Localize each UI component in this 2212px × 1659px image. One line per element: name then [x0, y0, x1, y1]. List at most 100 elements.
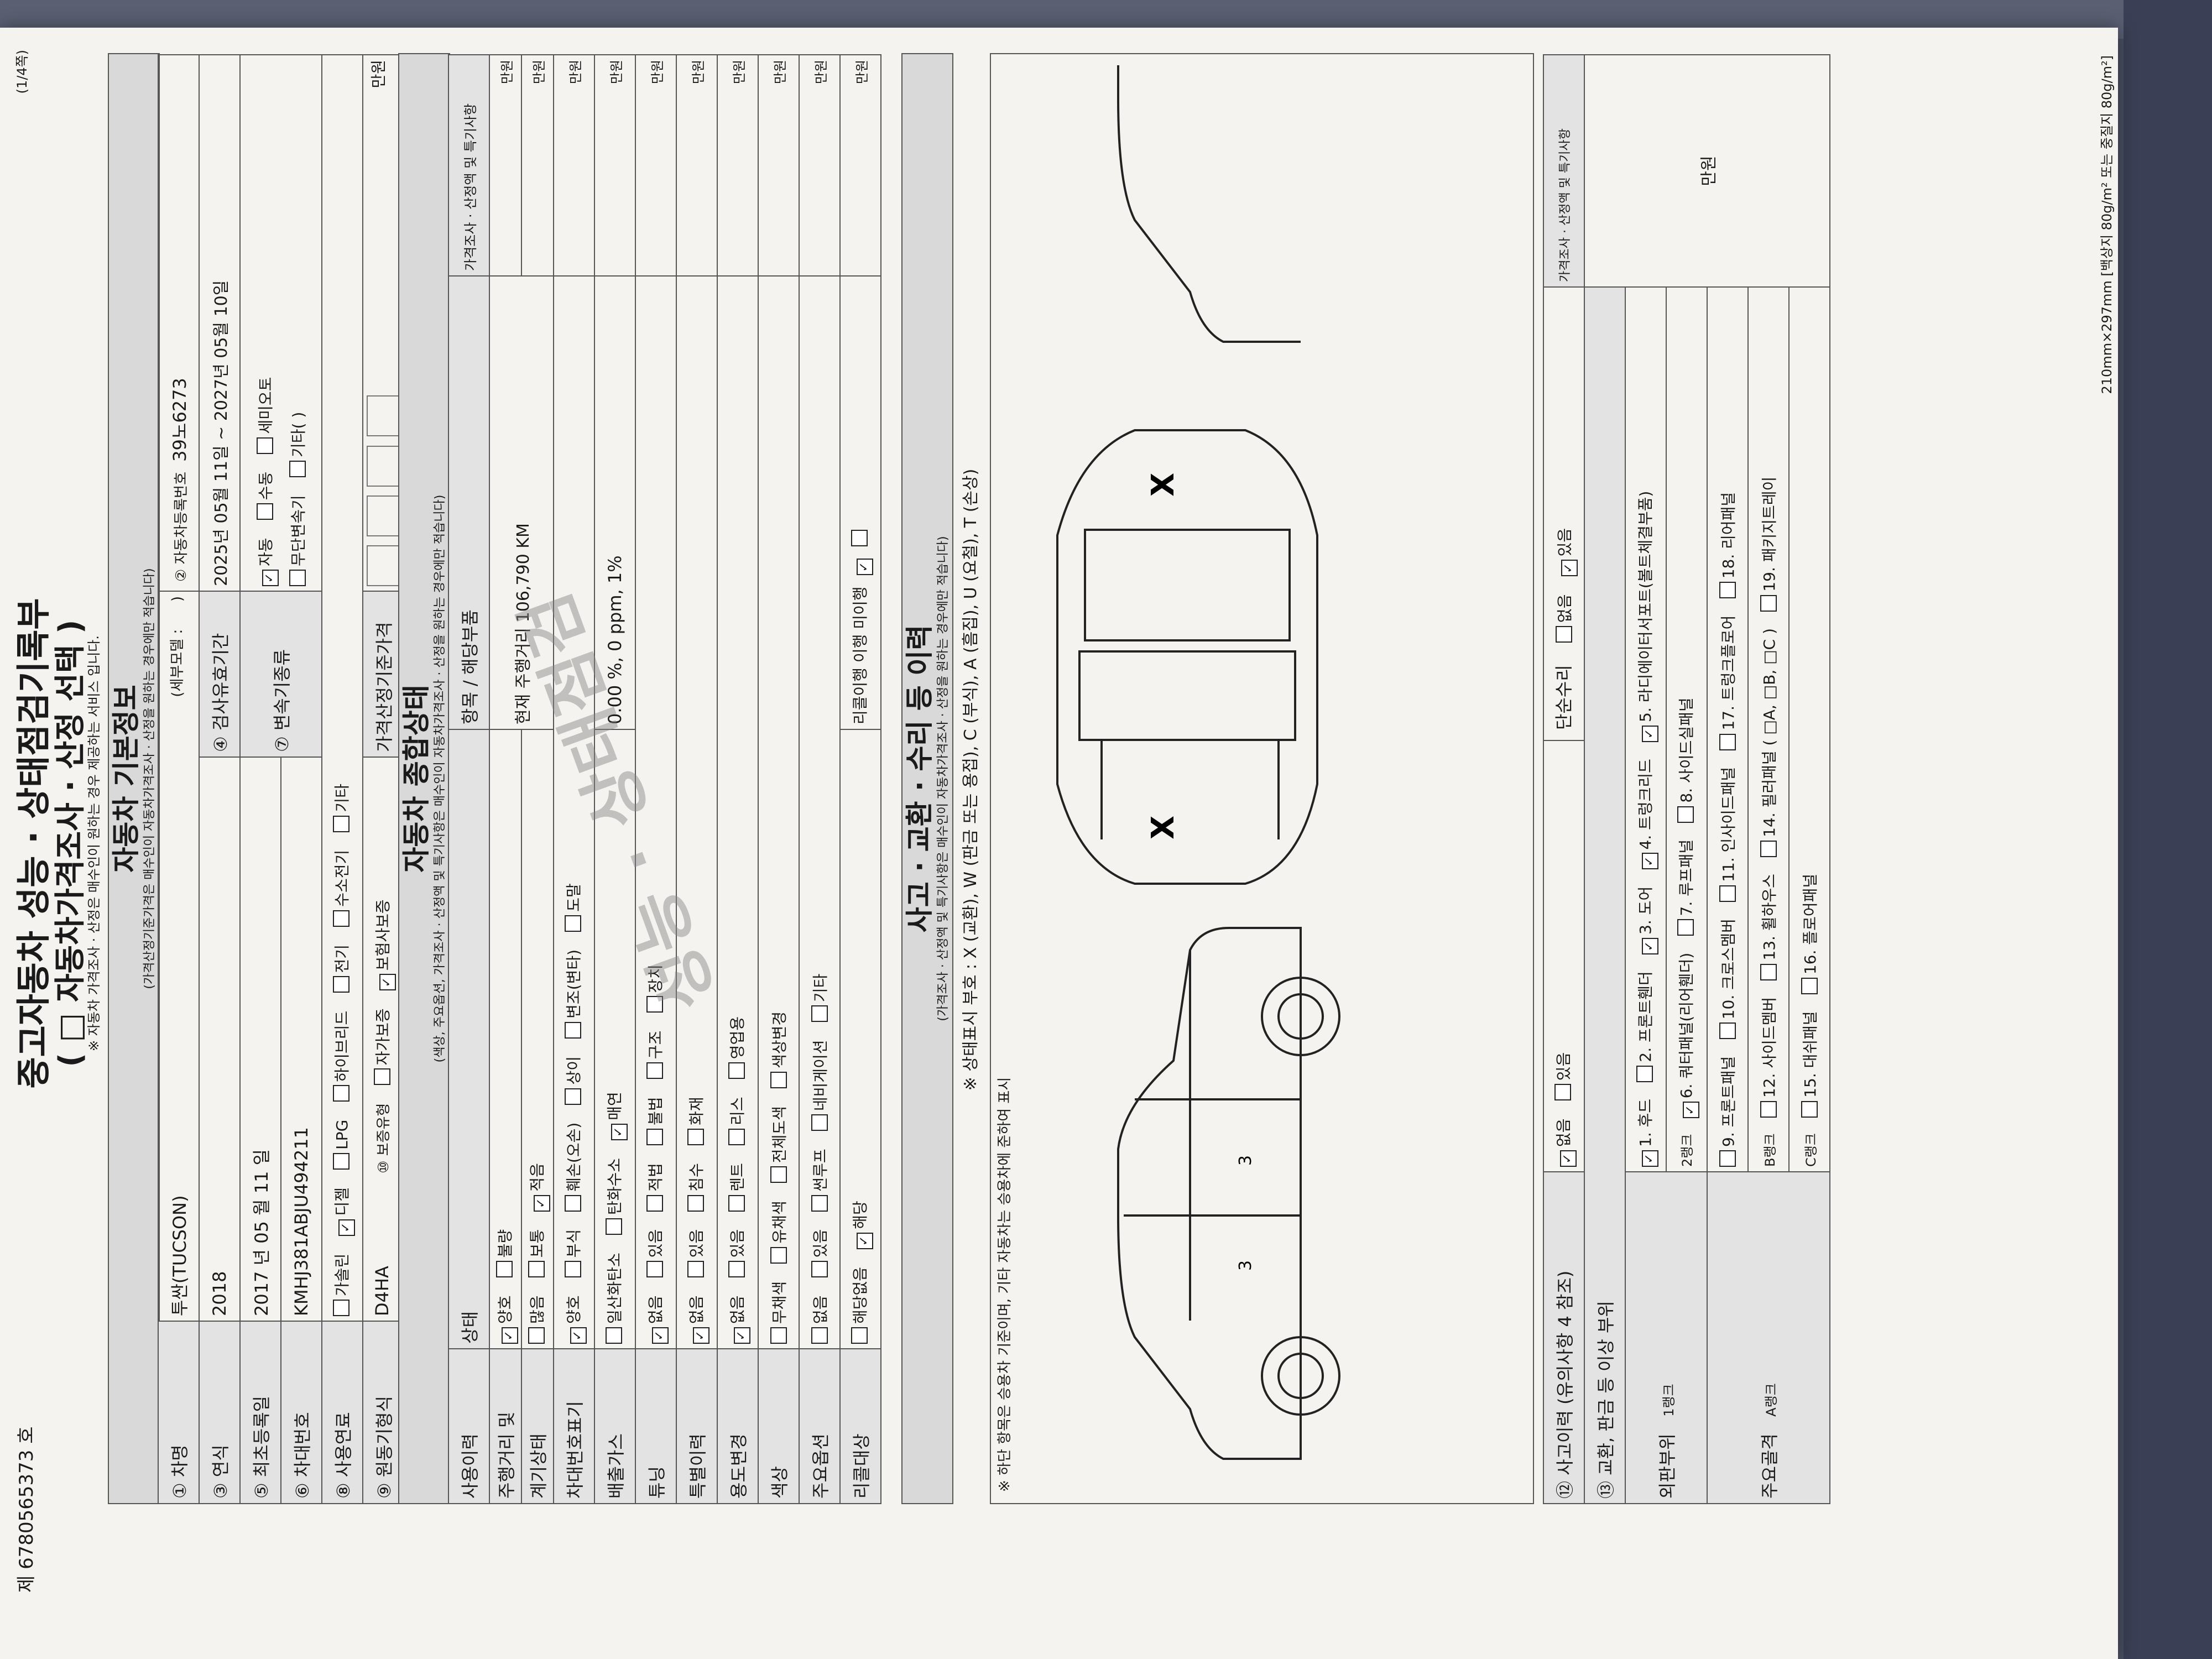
tuning-none-checkbox[interactable] [651, 1327, 669, 1344]
special-none-checkbox[interactable] [692, 1327, 709, 1344]
part-wheel-house-checkbox[interactable] [1760, 963, 1777, 980]
usage-yes-checkbox[interactable] [728, 1261, 745, 1278]
gauge-normal-checkbox[interactable] [528, 1261, 545, 1278]
warranty-self-checkbox[interactable] [373, 1068, 390, 1086]
fuel-hybrid-checkbox[interactable] [332, 1085, 349, 1102]
tuning-legal-checkbox[interactable] [646, 1194, 663, 1212]
recall-none-checkbox[interactable] [851, 1327, 868, 1344]
part-radiator-support-checkbox[interactable] [1641, 725, 1658, 742]
part-door-checkbox[interactable] [1641, 937, 1658, 954]
col-item: 항목 / 해당부품 [448, 276, 489, 729]
recall-notdone-checkbox[interactable] [851, 530, 868, 546]
transmission-label: ⑦ 변속기종류 [240, 591, 322, 757]
part-front-panel-checkbox[interactable] [1719, 1150, 1736, 1167]
fuel-diesel-checkbox[interactable] [338, 1219, 355, 1236]
part-floor-panel-checkbox[interactable] [1801, 978, 1818, 995]
fuel-electric-checkbox[interactable] [332, 976, 349, 993]
mileage-good-checkbox[interactable] [501, 1327, 518, 1344]
part-inside-panel-checkbox[interactable] [1719, 885, 1736, 902]
part-cross-member-checkbox[interactable] [1719, 1022, 1736, 1040]
car-name-label: ① 차명 [158, 1321, 199, 1504]
emission-co-checkbox[interactable] [605, 1327, 622, 1344]
accident-none-checkbox[interactable] [1559, 1150, 1577, 1167]
special-yes-checkbox[interactable] [687, 1261, 704, 1278]
vin-altered-checkbox[interactable] [564, 1021, 581, 1039]
part-quarter-panel-checkbox[interactable] [1682, 1102, 1699, 1119]
row-color-options: 무채색 유채색 전체도색 색상변경 [758, 276, 799, 1349]
transmission-semiauto-checkbox[interactable] [256, 437, 273, 454]
tuning-illegal-checkbox[interactable] [646, 1128, 663, 1145]
options-sunroof-checkbox[interactable] [811, 1194, 828, 1212]
part-pillar-panel-checkbox[interactable] [1760, 840, 1777, 857]
part-rear-panel-checkbox[interactable] [1719, 582, 1736, 599]
color-price-unit: 만원 [758, 55, 799, 276]
fuel-other-checkbox[interactable] [332, 815, 349, 832]
gauge-little-checkbox[interactable] [533, 1194, 550, 1212]
warranty-insurance-checkbox[interactable] [379, 974, 396, 991]
usage-none-checkbox[interactable] [733, 1327, 750, 1344]
special-flood-checkbox[interactable] [687, 1194, 704, 1212]
transmission-other-checkbox[interactable] [289, 461, 306, 478]
vin-label: ⑥ 차대번호 [281, 1321, 322, 1504]
special-price-unit: 만원 [676, 55, 717, 276]
plate-number: 39노6273 [169, 378, 190, 462]
gauge-much-checkbox[interactable] [528, 1327, 545, 1344]
fuel-lpg-checkbox[interactable] [332, 1152, 349, 1170]
emission-hc-checkbox[interactable] [605, 1218, 622, 1235]
part-dash-panel-checkbox[interactable] [1801, 1100, 1818, 1118]
vin-smear-checkbox[interactable] [564, 915, 581, 932]
accident-history-label: ⑫ 사고이력 (유의사항 4 참조) [1543, 1172, 1584, 1504]
mileage-bad-checkbox[interactable] [495, 1261, 513, 1278]
part-hood-checkbox[interactable] [1641, 1150, 1658, 1167]
accident-history-options: 없음 있음 [1543, 740, 1584, 1172]
color-fullpaint-checkbox[interactable] [770, 1166, 787, 1183]
usage-lease-checkbox[interactable] [728, 1128, 745, 1145]
part-roof-panel-checkbox[interactable] [1677, 919, 1694, 936]
part-trunk-floor-checkbox[interactable] [1719, 733, 1736, 750]
tuning-structure-checkbox[interactable] [646, 1062, 663, 1079]
row-emission-label: 배출가스 [594, 1349, 635, 1504]
options-yes-checkbox[interactable] [811, 1261, 828, 1278]
options-price-unit: 만원 [799, 55, 840, 276]
fuel-hydrogen-checkbox[interactable] [332, 910, 349, 927]
vin-corrosion-checkbox[interactable] [564, 1261, 581, 1278]
background-right [2124, 0, 2212, 1659]
accident-price-label: 가격조사 · 산정액 및 특기사항 [1543, 55, 1584, 287]
part-side-sill-checkbox[interactable] [1677, 806, 1694, 823]
usage-business-checkbox[interactable] [728, 1062, 745, 1079]
vin-good-checkbox[interactable] [570, 1327, 587, 1344]
emission-smoke-checkbox[interactable] [611, 1123, 628, 1140]
accident-yes-checkbox[interactable] [1554, 1084, 1571, 1101]
simple-repair-yes-checkbox[interactable] [1561, 560, 1578, 577]
recall-applicable-checkbox[interactable] [856, 1232, 873, 1249]
simple-repair-none-checkbox[interactable] [1556, 626, 1572, 643]
vin-damage-checkbox[interactable] [564, 1194, 581, 1212]
tuning-yes-checkbox[interactable] [646, 1261, 663, 1278]
part-side-member-checkbox[interactable] [1760, 1101, 1777, 1118]
recall-done-checkbox[interactable] [856, 559, 873, 576]
status-legend: ※ 상태표시 부호 : X (교환), W (판금 또는 용접), C (부식)… [961, 468, 980, 1091]
usage-rent-checkbox[interactable] [728, 1194, 745, 1212]
transmission-cvt-checkbox[interactable] [289, 570, 306, 586]
options-navigation-checkbox[interactable] [811, 1114, 828, 1131]
transmission-options: 자동 수동 세미오토 무단변속기 기타( ) [240, 55, 322, 591]
recall-price-unit: 만원 [840, 55, 881, 276]
special-fire-checkbox[interactable] [687, 1128, 704, 1145]
color-chromatic-checkbox[interactable] [770, 1246, 787, 1264]
options-none-checkbox[interactable] [811, 1327, 828, 1344]
car-top-view [1056, 429, 1318, 885]
base-price-cell: 만원 [363, 55, 404, 591]
color-achromatic-checkbox[interactable] [770, 1327, 787, 1344]
emission-price-unit: 만원 [594, 55, 635, 276]
vin-different-checkbox[interactable] [564, 1088, 581, 1105]
transmission-auto-checkbox[interactable] [262, 570, 279, 586]
part-package-tray-checkbox[interactable] [1760, 594, 1777, 612]
transmission-manual-checkbox[interactable] [256, 503, 273, 520]
accident-title: 사고 · 교환 · 수리 등 이력 [904, 624, 936, 933]
part-front-fender-checkbox[interactable] [1636, 1065, 1653, 1082]
fuel-gasoline-checkbox[interactable] [332, 1300, 349, 1316]
color-change-checkbox[interactable] [770, 1071, 787, 1088]
part-trunk-lid-checkbox[interactable] [1641, 853, 1658, 870]
base-price-label: 가격산정기준가격 [363, 591, 404, 757]
options-other-checkbox[interactable] [811, 1005, 828, 1022]
